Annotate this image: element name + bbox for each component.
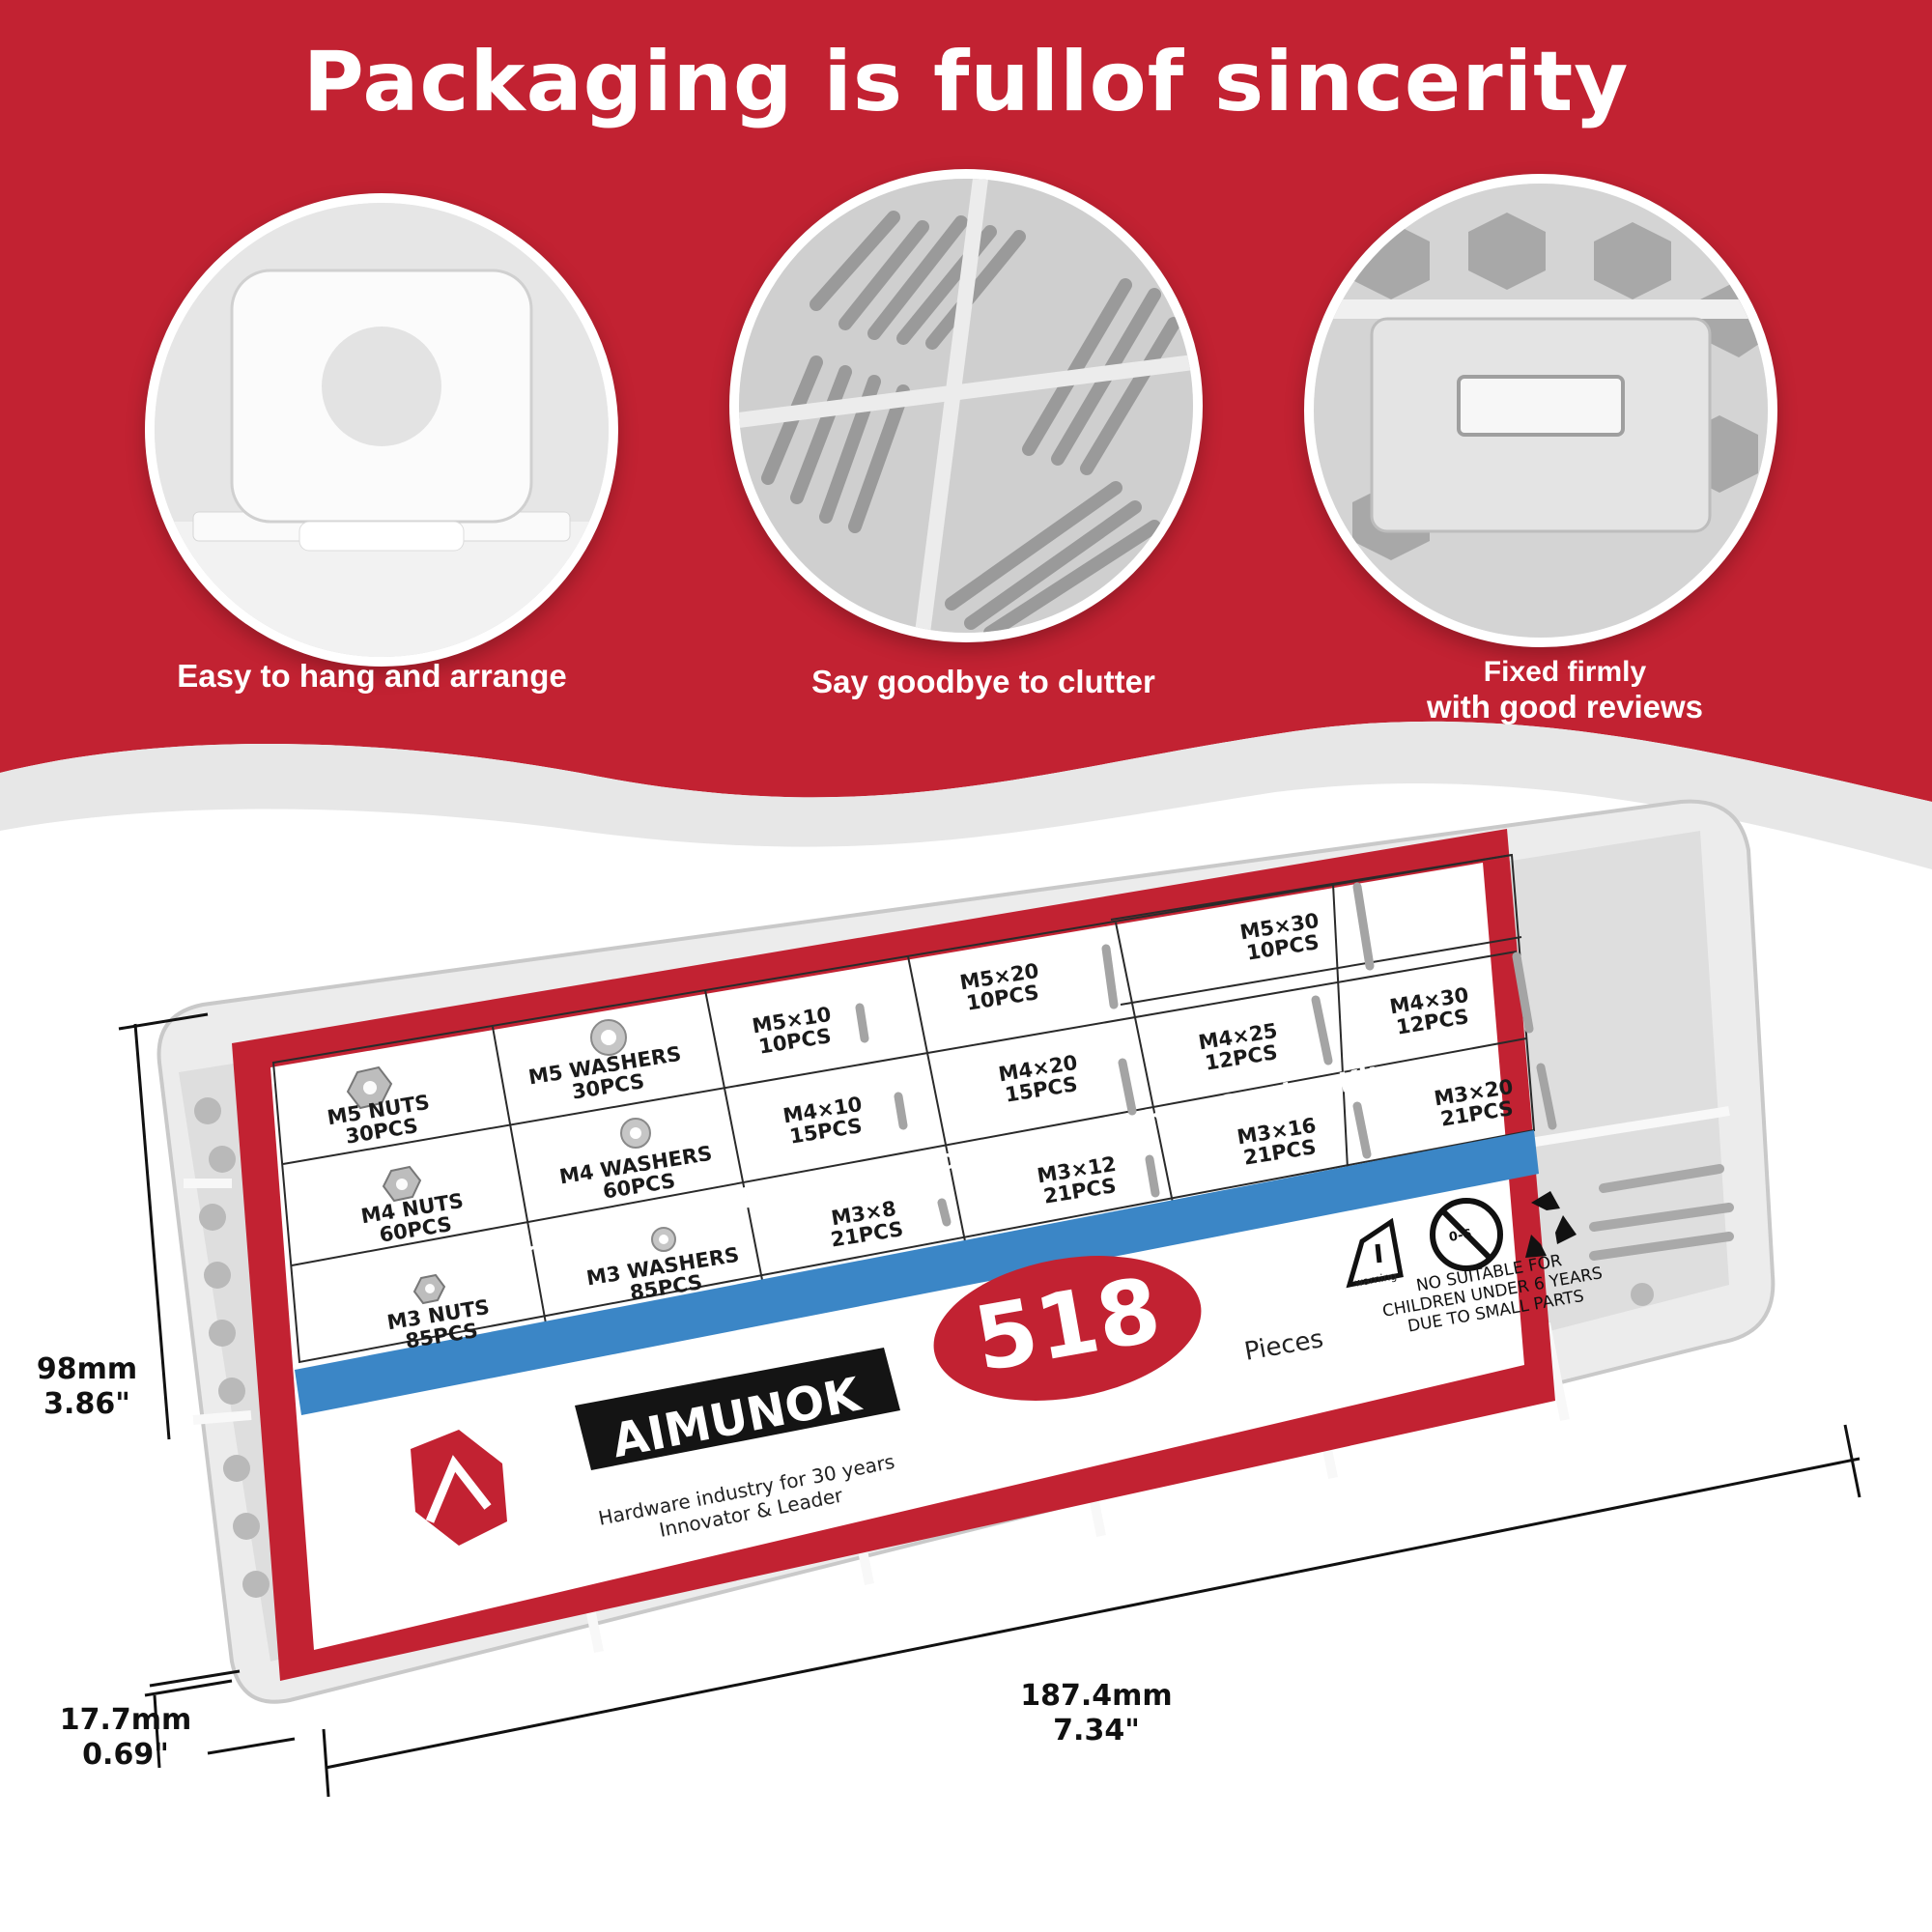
- headline: Packaging is fullof sincerity: [302, 34, 1630, 130]
- dimension-height-mm: 98mm: [36, 1352, 138, 1386]
- dimension-depth-in: 0.69": [82, 1738, 169, 1772]
- dimension-width-in: 7.34": [1053, 1714, 1140, 1747]
- screws-compartment-photo: [729, 169, 1203, 642]
- dimension-depth-mm: 17.7mm: [59, 1703, 192, 1737]
- feature-caption-clutter: Say goodbye to clutter: [811, 664, 1155, 699]
- dimension-height-in: 3.86": [43, 1387, 130, 1421]
- dimension-width: 187.4mm 7.34": [1005, 1679, 1188, 1748]
- feature-caption-fixed-line1: Fixed firmly: [1483, 656, 1647, 688]
- feature-caption-hang: Easy to hang and arrange: [177, 658, 567, 694]
- feature-caption-fixed-line2: with good reviews: [1426, 689, 1704, 724]
- latch-photo: [1304, 174, 1777, 647]
- dimension-depth: 17.7mm 0.69": [53, 1703, 198, 1773]
- dimension-height: 98mm 3.86": [24, 1352, 150, 1422]
- feature-caption-fixed: Fixed firmly with good reviews: [1314, 655, 1816, 724]
- dimension-width-mm: 187.4mm: [1020, 1679, 1173, 1713]
